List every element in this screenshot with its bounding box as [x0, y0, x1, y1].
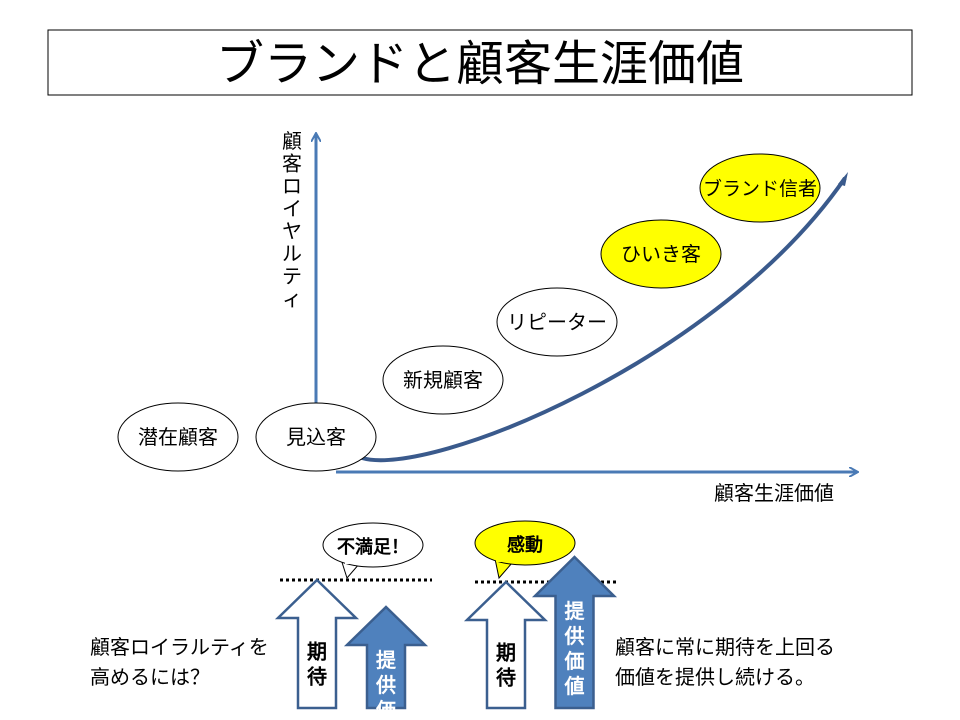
- stage-ellipse: [382, 345, 504, 415]
- right-text-line1: 顧客に常に期待を上回る: [615, 635, 835, 659]
- stage-5: ブランド信者: [699, 153, 821, 223]
- y-label-char: ィ: [282, 287, 302, 311]
- bubble-good-text: 感動: [507, 534, 543, 556]
- stage-ellipse: [496, 287, 618, 357]
- y-label-char: テ: [282, 264, 302, 288]
- arrow-char: 待: [307, 665, 327, 689]
- expectation-arrow-left: 期待: [274, 578, 360, 710]
- left-text-line1: 顧客ロイラルティを: [90, 635, 269, 659]
- arrow-char: 期: [496, 641, 516, 665]
- arrow-char: 提: [376, 648, 397, 672]
- stage-label: ブランド信者: [703, 177, 817, 200]
- stage-label: ひいき客: [621, 242, 701, 266]
- arrow-char: 待: [496, 666, 516, 690]
- left-text-line2: 高めるには？: [90, 665, 210, 689]
- y-label-char: ヤ: [282, 219, 302, 243]
- stage-1: 見込客: [255, 402, 377, 472]
- arrow-char: 値: [564, 674, 585, 698]
- stage-label: リピーター: [507, 310, 607, 334]
- y-label-char: イ: [282, 197, 302, 221]
- arrow-shape: [531, 555, 618, 710]
- title-box: [47, 29, 913, 96]
- arrow-char: 価: [564, 649, 585, 673]
- stage-2: 新規顧客: [382, 345, 504, 415]
- arrow-shape: [463, 580, 549, 710]
- arrow-shape: [343, 605, 429, 710]
- expectation-arrow-right: 期待: [463, 580, 549, 710]
- stage-label: 潜在顧客: [138, 425, 218, 449]
- loyalty-curve: [361, 176, 847, 463]
- arrow-char: 提: [565, 599, 586, 623]
- y-label-char: ロ: [282, 174, 302, 198]
- y-label-char: 客: [282, 152, 302, 176]
- arrow-char: 供: [564, 624, 585, 648]
- stage-3: リピーター: [496, 287, 618, 357]
- stage-ellipse: [255, 402, 377, 472]
- right-text-line2: 価値を提供し続ける。: [615, 665, 815, 689]
- stage-label: 見込客: [286, 425, 346, 449]
- stage-ellipse: [600, 219, 722, 289]
- arrow-shape: [274, 578, 360, 710]
- bubble-bad-text: 不満足！: [337, 536, 409, 558]
- stage-ellipse: [699, 153, 821, 223]
- curve-tip: [838, 172, 848, 186]
- y-label-char: ル: [282, 242, 302, 266]
- arrow-char: 供: [375, 673, 396, 697]
- x-axis-label: 顧客生涯価値: [714, 481, 834, 505]
- y-label-char: 顧: [282, 129, 302, 153]
- stage-4: ひいき客: [600, 219, 722, 289]
- slide-title: ブランドと顧客生涯価値: [216, 36, 744, 92]
- stage-label: 新規顧客: [403, 368, 483, 392]
- arrow-char: 価: [375, 698, 396, 720]
- stage-ellipse: [117, 402, 239, 472]
- arrow-char: 期: [307, 640, 327, 664]
- stage-0: 潜在顧客: [117, 402, 239, 472]
